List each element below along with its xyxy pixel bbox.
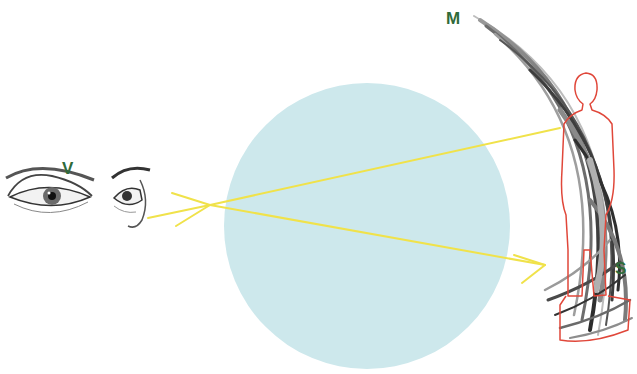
right-eye bbox=[112, 168, 150, 227]
person-outline bbox=[560, 73, 630, 341]
arc-streaks bbox=[474, 16, 632, 338]
light-ray bbox=[148, 128, 560, 283]
part-label: S bbox=[615, 260, 626, 277]
sphere bbox=[224, 83, 510, 369]
left-eye bbox=[6, 168, 94, 212]
part-label: M bbox=[446, 10, 460, 27]
part-label: V bbox=[62, 160, 73, 177]
